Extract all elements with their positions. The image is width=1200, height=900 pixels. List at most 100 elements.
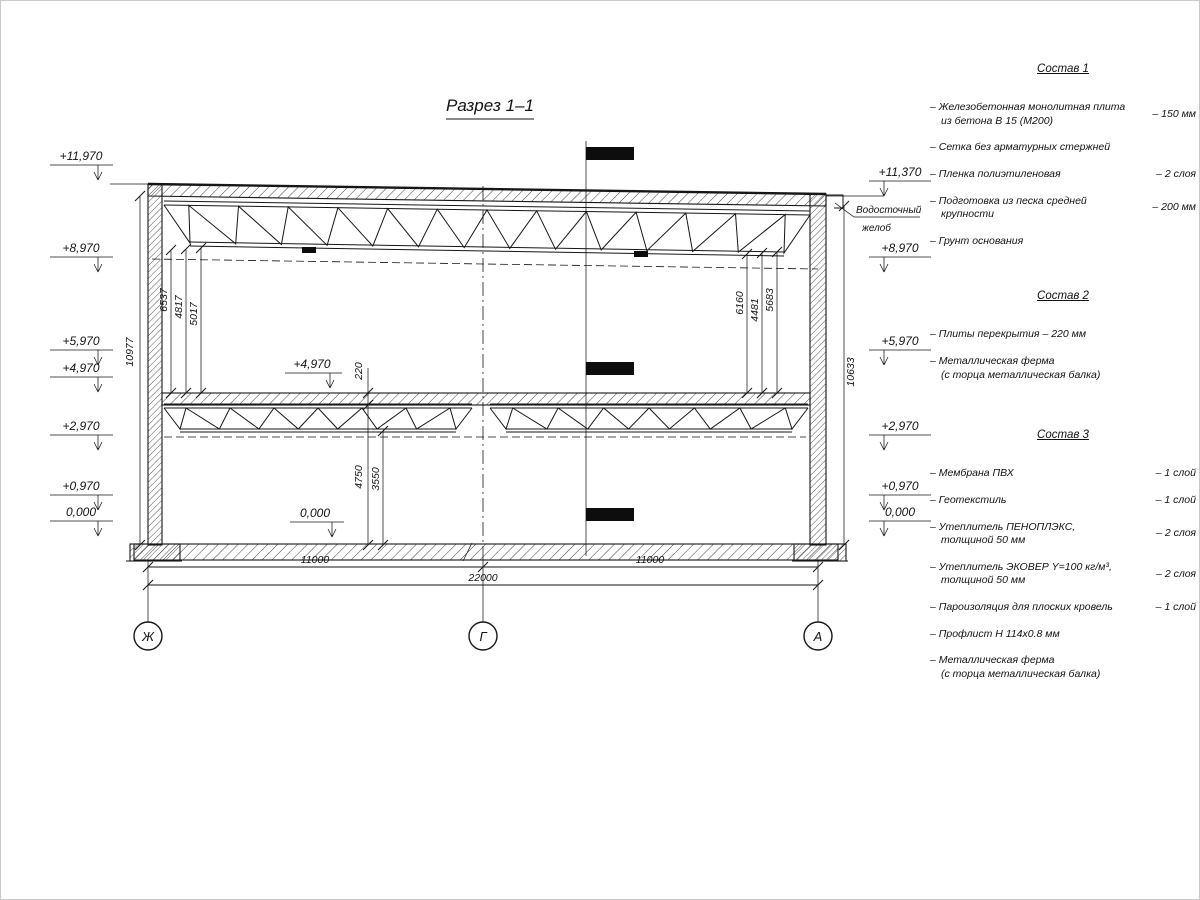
roof-truss-bottom-chord xyxy=(189,241,785,253)
elevation-value: 0,000 xyxy=(885,505,915,519)
floor-truss-left xyxy=(163,403,473,433)
spec-item-text: – Профлист Н 114х0.8 мм xyxy=(930,627,1060,640)
spec-item: – Грунт основания xyxy=(930,235,1196,249)
spec-header: Состав 3 xyxy=(1037,429,1089,442)
gutter-leader-line xyxy=(834,202,920,218)
dim-slab-thickness: 220 xyxy=(353,362,365,381)
roof-truss xyxy=(151,200,819,270)
spec-sostav-3: Состав 3 – Мембрана ПВХ – 1 слой – Геоте… xyxy=(930,428,1196,681)
spec-item: – Сетка без арматурных стержней xyxy=(930,141,1196,155)
spec-header: Состав 1 xyxy=(1037,63,1089,75)
elevation-value: +5,970 xyxy=(62,334,99,348)
left-footing xyxy=(129,543,181,562)
roof-truss-top-chord xyxy=(163,200,811,212)
spec-item-text: – Металлическая ферма (с торца металличе… xyxy=(930,355,1101,381)
spec-item: – Утеплитель ЭКОВЕР Y=100 кг/м³, толщино… xyxy=(930,561,1196,588)
gutter-callout: Водосточный желоб xyxy=(834,202,922,234)
elevation-mark: +4,970 xyxy=(50,361,113,393)
section-marker-top xyxy=(586,147,634,160)
spec-item: – Геотекстиль – 1 слой xyxy=(930,494,1196,508)
spec-item-text: – Грунт основания xyxy=(930,234,1024,247)
gutter-label-line1: Водосточный xyxy=(856,205,922,216)
axis-bubble xyxy=(803,621,833,651)
elevation-mark: +11,370 xyxy=(869,165,931,197)
drawing-title: Разрез 1–1 xyxy=(446,96,534,115)
dim-value: 6537 xyxy=(158,287,170,312)
dim-span-left: 11000 xyxy=(301,554,330,566)
elevation-mark: +5,970 xyxy=(50,334,113,366)
dimensions: 6537 4817 5017 6160 4481 5683 10977 1063… xyxy=(110,183,884,622)
elevation-mark: +0,970 xyxy=(869,479,931,511)
dim-floor-height: 4750 xyxy=(353,465,365,489)
axis-letter: Ж xyxy=(141,629,155,644)
elevation-value: +11,970 xyxy=(60,149,103,163)
elevation-mark-interior-floor: +4,970 xyxy=(285,357,342,389)
elevation-mark: +8,970 xyxy=(50,241,113,273)
dim-value: 4817 xyxy=(173,294,185,319)
gutter-label-line2: желоб xyxy=(861,222,891,234)
roof-truss-dashed-line xyxy=(151,258,819,270)
spec-item-value: – 1 слой xyxy=(1155,467,1196,480)
materials-panel: Состав 1 – Железобетонная монолитная пли… xyxy=(930,62,1196,695)
elevation-value: +8,970 xyxy=(881,241,918,255)
spec-item: – Пленка полиэтиленовая – 2 слоя xyxy=(930,168,1196,182)
elevation-mark: 0,000 xyxy=(50,505,113,537)
spec-item: – Профлист Н 114х0.8 мм xyxy=(930,628,1196,642)
building-structure xyxy=(126,182,848,562)
spec-item: – Утеплитель ПЕНОПЛЭКС, толщиной 50 мм –… xyxy=(930,521,1196,548)
slab-break-mark xyxy=(462,542,473,562)
section-marker-bottom xyxy=(586,508,634,521)
roof-truss-web-group xyxy=(163,204,811,255)
elevation-value: 0,000 xyxy=(300,506,330,520)
spec-item: – Металлическая ферма (с торца металличе… xyxy=(930,355,1196,382)
ground-slab xyxy=(133,543,839,561)
spec-item-value: – 150 мм xyxy=(1152,107,1196,120)
elevation-mark: +2,970 xyxy=(50,419,113,451)
spec-item: – Пароизоляция для плоских кровель – 1 с… xyxy=(930,601,1196,615)
elevation-value: +4,970 xyxy=(62,361,99,375)
elevation-value: +0,970 xyxy=(881,479,918,493)
spec-item-text: – Пароизоляция для плоских кровель xyxy=(930,601,1113,614)
spec-item: – Подготовка из песка средней крупности … xyxy=(930,195,1196,222)
axis-bubble xyxy=(133,621,163,651)
dimension-ticks xyxy=(134,190,850,591)
dim-value: 5017 xyxy=(188,301,200,326)
spec-item-value: – 2 слоя xyxy=(1156,567,1196,580)
right-footing xyxy=(793,543,847,562)
axis-letter: А xyxy=(813,629,823,644)
spec-item-text: – Металлическая ферма (с торца металличе… xyxy=(930,654,1101,680)
spec-item-text: – Плиты перекрытия – 220 мм xyxy=(930,328,1087,341)
right-wall xyxy=(809,193,827,546)
elevation-mark-interior-zero: 0,000 xyxy=(290,506,344,538)
truss-splice-plate xyxy=(302,247,316,253)
elevation-value: +2,970 xyxy=(62,419,99,433)
truss-web xyxy=(163,407,473,431)
elevation-value: 0,000 xyxy=(66,505,96,519)
spec-item-text: – Пленка полиэтиленовая xyxy=(930,167,1061,180)
spec-item-text: – Геотекстиль xyxy=(930,493,1007,506)
axis-bubble xyxy=(468,621,498,651)
axis-letter: Г xyxy=(479,629,487,644)
spec-item: – Мембрана ПВХ – 1 слой xyxy=(930,467,1196,481)
elevation-mark: +11,970 xyxy=(50,149,113,181)
elevation-value: +2,970 xyxy=(881,419,918,433)
elevation-value: +5,970 xyxy=(881,334,918,348)
axis-bubbles: Ж Г А xyxy=(133,621,833,651)
spec-item: – Железобетонная монолитная плита из бет… xyxy=(930,101,1196,128)
elevation-mark: +2,970 xyxy=(869,419,931,451)
section-cut-line xyxy=(585,141,634,556)
spec-sostav-1: Состав 1 – Железобетонная монолитная пли… xyxy=(930,62,1196,248)
elevation-mark: +8,970 xyxy=(869,241,931,273)
spec-item-value: – 1 слой xyxy=(1155,601,1196,614)
dim-truss-height: 3550 xyxy=(370,467,382,491)
elevation-value: +11,370 xyxy=(879,165,922,179)
floor-truss-right xyxy=(489,403,809,433)
spec-item-value: – 1 слой xyxy=(1155,493,1196,506)
dim-value: 5683 xyxy=(764,288,776,312)
truss-splice-plate xyxy=(634,251,648,257)
dim-span-total: 22000 xyxy=(467,572,497,584)
mid-floor-slab xyxy=(161,392,811,406)
elevation-marks-left: +11,970 +8,970 +5,970 +4,970 +2,970 +0,9… xyxy=(50,149,113,537)
truss-web xyxy=(489,407,809,431)
